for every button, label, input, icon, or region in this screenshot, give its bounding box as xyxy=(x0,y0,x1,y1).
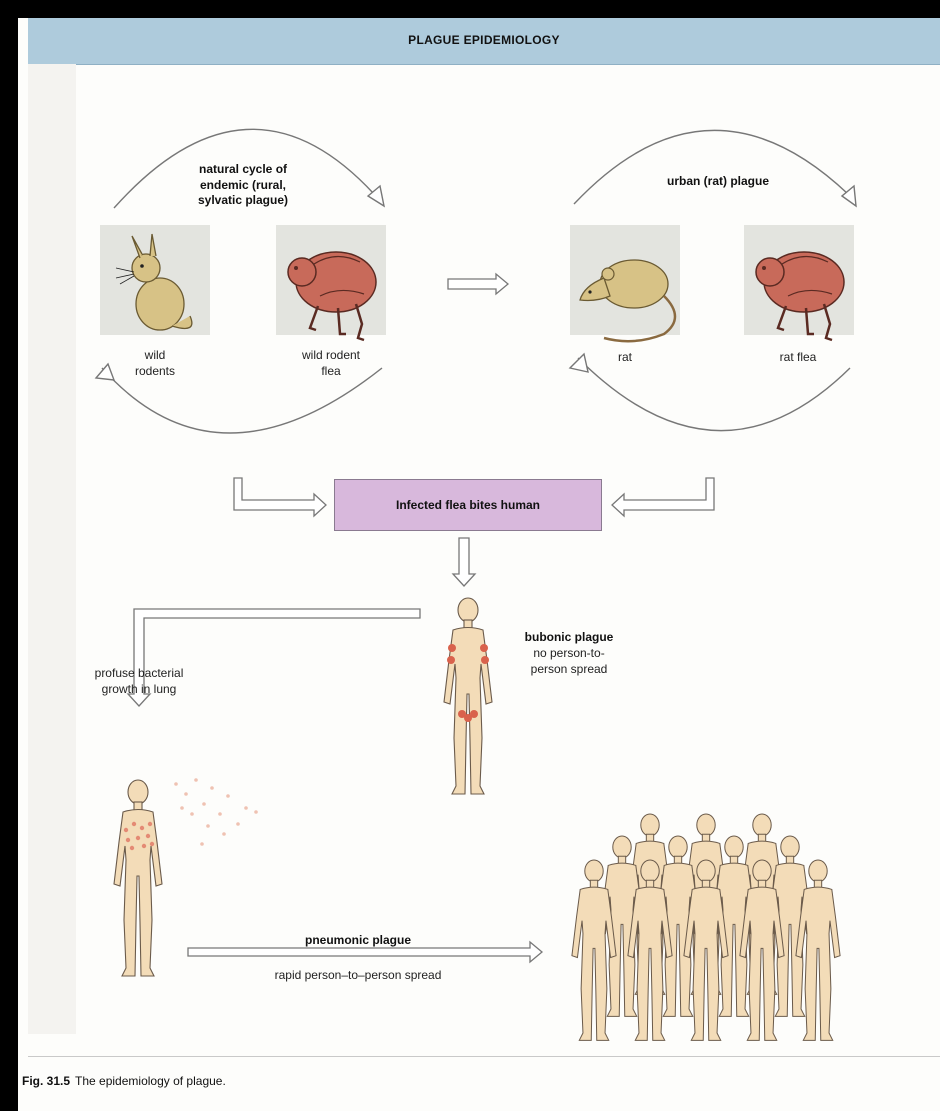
urban-plague-title: urban (rat) plague xyxy=(628,174,808,190)
rat-flea-label: rat flea xyxy=(758,350,838,366)
rat-label: rat xyxy=(590,350,660,366)
figure-caption: Fig. 31.5 The epidemiology of plague. xyxy=(22,1074,226,1088)
droplet-spray xyxy=(174,778,258,846)
infected-flea-box: Infected flea bites human xyxy=(334,479,602,531)
lung-growth-note: profuse bacterial growth in lung xyxy=(74,666,204,697)
pneumonic-plague-note: rapid person–to–person spread xyxy=(238,968,478,984)
caption-divider xyxy=(28,1056,940,1057)
infected-flea-label: Infected flea bites human xyxy=(396,498,540,512)
wild-rodents-label: wild rodents xyxy=(110,348,200,379)
figure-number: Fig. 31.5 xyxy=(22,1074,70,1088)
human-figure-icon xyxy=(444,598,492,794)
caption-text: The epidemiology of plague. xyxy=(75,1074,226,1088)
bubonic-plague-note: no person-to- person spread xyxy=(514,646,624,677)
bubonic-plague-title: bubonic plague xyxy=(514,630,624,646)
human-figure-icon xyxy=(114,780,162,976)
crowd-icon xyxy=(572,814,840,1040)
wild-rodent-flea-label: wild rodent flea xyxy=(276,348,386,379)
figure-page: PLAGUE EPIDEMIOLOGY xyxy=(18,18,940,1111)
sylvatic-cycle-title: natural cycle of endemic (rural, sylvati… xyxy=(168,162,318,209)
pneumonic-plague-title: pneumonic plague xyxy=(258,933,458,949)
